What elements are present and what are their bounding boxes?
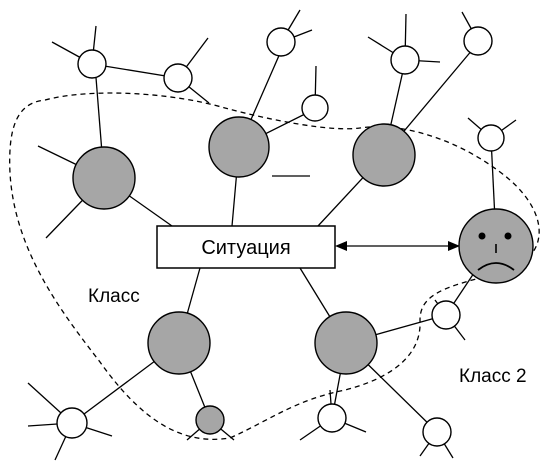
white-node (463, 26, 493, 56)
class-label-2: Класс 2 (459, 366, 527, 387)
gray-nodes (72, 116, 416, 435)
white-node (77, 49, 107, 79)
gray-node (147, 311, 211, 375)
class-label-1: Класс (88, 286, 140, 307)
gray-node (72, 146, 136, 210)
white-node (301, 94, 329, 122)
white-node (56, 407, 88, 439)
white-node (422, 417, 452, 447)
white-node (431, 300, 461, 330)
frown-mouth (477, 262, 515, 271)
gray-node (314, 311, 378, 375)
eye-icon (478, 232, 486, 240)
class-boundary (9, 92, 540, 440)
white-nodes (56, 26, 505, 447)
gray-node-small (195, 405, 225, 435)
white-node (163, 63, 193, 93)
white-node (266, 27, 296, 57)
white-node (317, 403, 347, 433)
situation-label: Ситуация (201, 237, 290, 259)
gray-node (352, 123, 416, 187)
eye-icon (504, 232, 512, 240)
white-node (390, 45, 420, 75)
situation-box: Ситуация (156, 225, 336, 269)
white-node (477, 124, 505, 152)
sad-face-node (458, 208, 534, 284)
gray-node (208, 116, 270, 178)
